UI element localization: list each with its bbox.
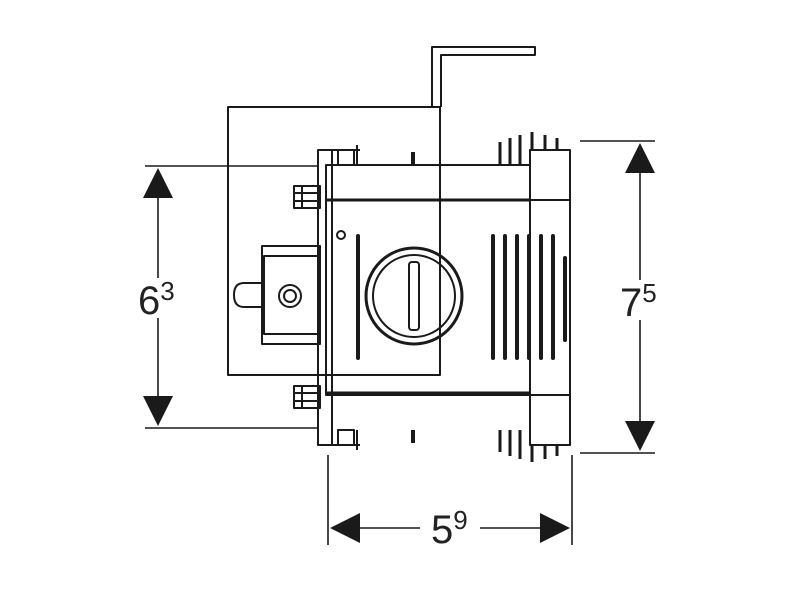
dimension-label-left: 63 — [138, 278, 175, 323]
arrowhead-up-icon — [625, 143, 655, 173]
dimension-bottom — [327, 455, 573, 545]
dimension-label-bottom: 59 — [431, 507, 468, 552]
dimension-right — [580, 140, 655, 454]
dimension-minor: 3 — [160, 276, 175, 306]
dimension-left — [143, 165, 318, 429]
arrowhead-left-icon — [330, 513, 360, 543]
top-flange — [320, 132, 559, 166]
dimension-major: 6 — [138, 279, 161, 323]
dimension-major: 5 — [431, 508, 454, 552]
bolt-top — [293, 185, 321, 209]
dimension-major: 7 — [620, 281, 643, 325]
bottom-flange — [320, 429, 559, 462]
bolt-bottom — [293, 385, 321, 409]
arrowhead-right-icon — [540, 513, 570, 543]
vent-slots — [356, 234, 567, 360]
arrowhead-up-icon — [143, 168, 173, 198]
control-knob — [364, 246, 464, 346]
arrowhead-down-icon — [625, 421, 655, 451]
mounting-bracket — [227, 46, 536, 376]
dimension-minor: 5 — [642, 278, 657, 308]
dimension-minor: 9 — [453, 505, 468, 535]
valve-housing — [317, 149, 571, 446]
dimension-label-right: 75 — [620, 280, 657, 325]
valve-stub — [233, 245, 321, 345]
arrowhead-down-icon — [143, 396, 173, 426]
